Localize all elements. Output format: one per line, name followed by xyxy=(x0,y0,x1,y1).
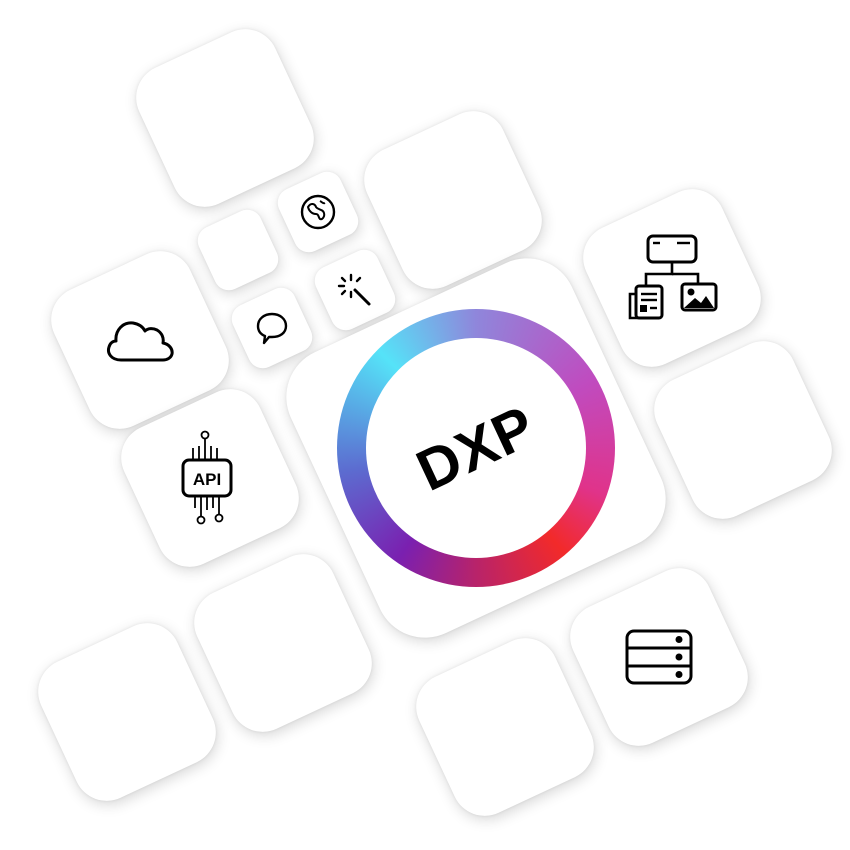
blank-tile-bottom-left xyxy=(27,612,227,812)
chat-tile xyxy=(226,282,318,374)
server-icon xyxy=(625,629,693,685)
globe-icon xyxy=(300,194,336,230)
content-tree-icon xyxy=(628,234,718,320)
dxp-hub: DXP xyxy=(337,309,615,587)
globe-tile xyxy=(272,166,364,258)
blank-small-tile xyxy=(192,204,284,296)
magic-wand-icon xyxy=(337,273,371,306)
gradient-ring: DXP xyxy=(337,309,615,587)
api-label: API xyxy=(193,470,221,489)
chat-bubble-icon xyxy=(256,312,288,345)
hub-center: DXP xyxy=(366,338,586,558)
cloud-icon xyxy=(107,321,174,362)
hub-label: DXP xyxy=(406,392,546,504)
blank-tile-bottom-middle xyxy=(405,627,605,827)
content-structure-tile xyxy=(572,178,772,378)
sparkle-tile xyxy=(309,244,401,336)
api-chip-icon: API xyxy=(181,430,233,525)
cloud-tile xyxy=(40,240,240,440)
api-tile: API xyxy=(110,378,310,578)
server-tile xyxy=(559,557,759,757)
blank-tile-right xyxy=(643,330,843,530)
